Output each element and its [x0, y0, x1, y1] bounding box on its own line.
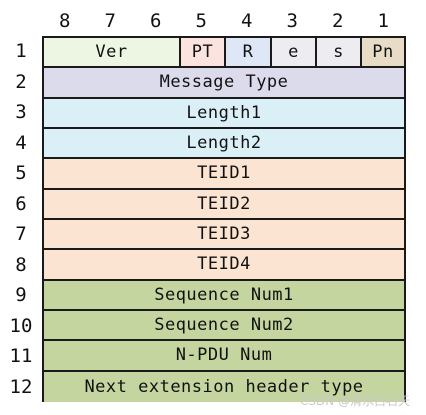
- octet-number: 12: [9, 375, 33, 398]
- message-type-row: Message Type: [44, 68, 404, 99]
- sequence-flag-field: s: [317, 38, 362, 67]
- bit-label-6: 6: [150, 10, 162, 32]
- protocol-type-field: PT: [181, 38, 226, 67]
- sequence-num1-row: Sequence Num1: [44, 280, 404, 311]
- octet-number: 9: [15, 284, 27, 306]
- octet-number: 10: [9, 314, 33, 337]
- teid3-row: TEID3: [44, 219, 404, 251]
- flags-row: Ver PT R e s Pn: [44, 38, 404, 69]
- version-field: Ver: [44, 38, 181, 67]
- octet-number: 1: [15, 40, 27, 62]
- teid2-row: TEID2: [44, 189, 404, 220]
- octet-number: 8: [15, 253, 27, 276]
- bit-label-8: 8: [59, 10, 71, 32]
- gtp-header-table: Ver PT R e s Pn Message Type Length1 Len…: [42, 36, 406, 402]
- npdu-flag-field: Pn: [362, 38, 404, 67]
- teid1-row: TEID1: [44, 159, 404, 190]
- npdu-num-row: N-PDU Num: [44, 341, 404, 372]
- bit-label-7: 7: [104, 10, 116, 32]
- octet-number: 11: [9, 345, 33, 367]
- bit-position-header: 8 7 6 5 4 3 2 1: [42, 8, 406, 34]
- octet-number: 2: [15, 70, 27, 93]
- octet-number: 4: [15, 131, 27, 154]
- sequence-num2-row: Sequence Num2: [44, 310, 404, 342]
- bit-label-2: 2: [332, 10, 344, 32]
- octet-number: 7: [15, 223, 27, 245]
- reserved-field: R: [226, 38, 272, 67]
- octet-number: 6: [15, 192, 27, 215]
- teid4-row: TEID4: [44, 250, 404, 281]
- length1-row: Length1: [44, 98, 404, 129]
- octet-number: 3: [15, 101, 27, 123]
- octet-number-column: 1 2 3 4 5 6 7 8 9 10 11 12: [0, 36, 42, 402]
- bit-label-3: 3: [286, 10, 298, 32]
- bit-label-5: 5: [195, 10, 207, 32]
- extension-flag-field: e: [272, 38, 317, 67]
- next-extension-header-row: Next extension header type: [44, 371, 404, 402]
- bit-label-1: 1: [377, 10, 389, 32]
- octet-number: 5: [15, 162, 27, 184]
- bit-label-4: 4: [241, 10, 253, 32]
- watermark-text: CSDN @清水白石天: [299, 394, 410, 408]
- length2-row: Length2: [44, 128, 404, 160]
